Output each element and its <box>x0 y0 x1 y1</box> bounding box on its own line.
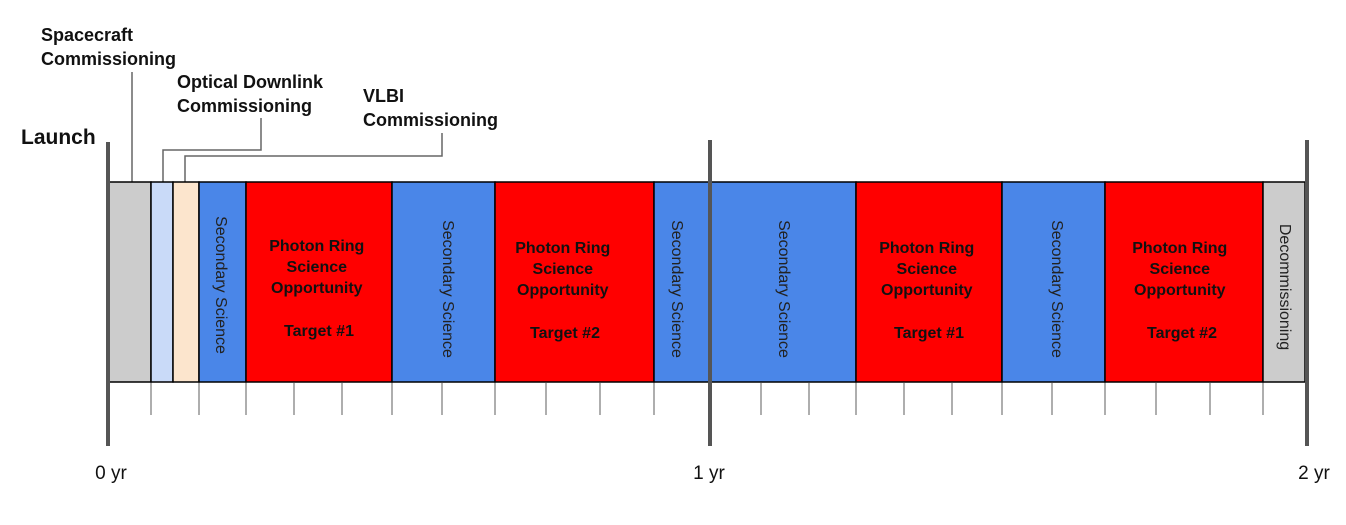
optical-downlink-commissioning-label: Optical Downlink Commissioning <box>177 72 328 116</box>
optical-leader <box>162 118 262 182</box>
svg-text:Secondary Science: Secondary Science <box>1048 220 1065 358</box>
axis-label-1yr: 1 yr <box>693 463 725 484</box>
launch-label: Launch <box>21 126 96 149</box>
segment-secondary-science-4: Secondary Science <box>709 181 857 383</box>
svg-text:Photon Ring Science: Photon Ring Science Opportunity Target #… <box>269 238 369 340</box>
month-ticks <box>150 383 1264 415</box>
segment-optical-downlink-commissioning <box>150 181 174 383</box>
segment-secondary-science-5: Secondary Science <box>1001 181 1106 383</box>
segment-secondary-science-1: Secondary Science <box>198 181 247 383</box>
segment-secondary-science-2: Secondary Science <box>391 181 496 383</box>
svg-text:Decommissioning: Decommissioning <box>1276 224 1293 350</box>
vlbi-leader <box>184 133 443 182</box>
svg-text:Photon Ring Science: Photon Ring Science Opportunity Target #… <box>879 240 979 342</box>
segment-spacecraft-commissioning <box>108 181 152 383</box>
segment-photon-ring-target-2b: Photon Ring Science Opportunity Target #… <box>1104 181 1264 383</box>
svg-text:Photon Ring Science: Photon Ring Science Opportunity Target #… <box>515 240 615 342</box>
svg-text:Secondary Science: Secondary Science <box>439 220 456 358</box>
segment-photon-ring-target-1a: Photon Ring Science Opportunity Target #… <box>245 181 393 383</box>
segment-secondary-science-3: Secondary Science <box>653 181 711 383</box>
svg-text:Secondary Science: Secondary Science <box>212 216 229 354</box>
axis-label-2yr: 2 yr <box>1298 463 1330 484</box>
svg-text:Photon Ring Science: Photon Ring Science Opportunity Target #… <box>1132 240 1232 342</box>
segment-decommissioning: Decommissioning <box>1262 181 1306 383</box>
vlbi-commissioning-label: VLBI Commissioning <box>363 86 498 130</box>
segment-photon-ring-target-1b: Photon Ring Science Opportunity Target #… <box>855 181 1003 383</box>
segment-photon-ring-target-2a: Photon Ring Science Opportunity Target #… <box>494 181 655 383</box>
spacecraft-commissioning-label: Spacecraft Commissioning <box>41 25 176 69</box>
segment-vlbi-commissioning <box>172 181 200 383</box>
svg-text:Secondary Science: Secondary Science <box>775 220 792 358</box>
axis-label-0yr: 0 yr <box>95 463 127 484</box>
svg-text:Secondary Science: Secondary Science <box>668 220 685 358</box>
